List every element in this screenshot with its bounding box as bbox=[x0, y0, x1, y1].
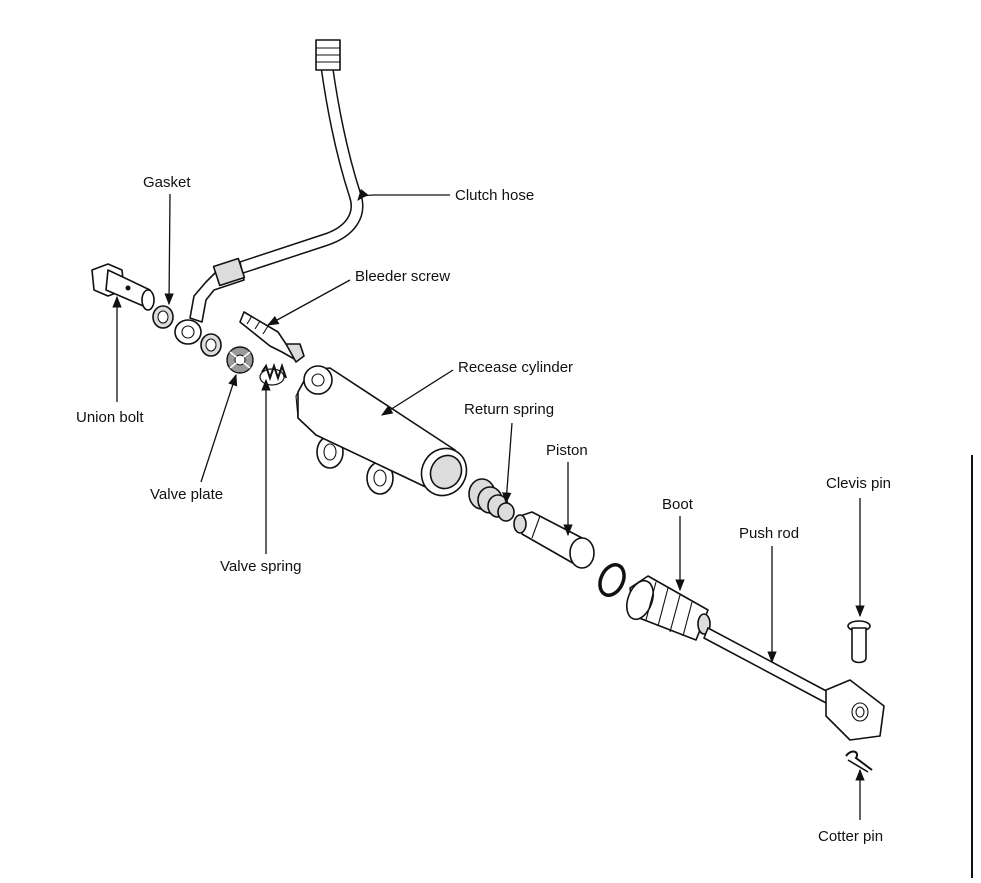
snap-ring-part bbox=[598, 563, 626, 597]
label-push-rod: Push rod bbox=[739, 525, 800, 542]
bleeder-screw-part bbox=[239, 311, 305, 363]
label-valve-plate: Valve plate bbox=[150, 486, 224, 503]
label-gasket: Gasket bbox=[143, 174, 191, 191]
gasket-part bbox=[152, 305, 174, 329]
push-rod-part bbox=[703, 627, 885, 741]
label-piston: Piston bbox=[546, 442, 588, 459]
union-bolt-part bbox=[91, 263, 155, 311]
clutch-hose-part bbox=[174, 39, 364, 345]
valve-spring-part bbox=[259, 362, 287, 386]
label-valve-spring: Valve spring bbox=[220, 558, 302, 575]
label-cotter-pin: Cotter pin bbox=[818, 828, 884, 845]
gasket-arrow bbox=[164, 193, 174, 306]
clutch-hose-arrow bbox=[357, 188, 450, 201]
bleeder-screw-arrow bbox=[266, 279, 351, 326]
return-spring-arrow bbox=[502, 422, 513, 505]
label-recease-cylinder: Recease cylinder bbox=[458, 359, 574, 376]
leader-arrows bbox=[112, 188, 865, 820]
label-union-bolt: Union bolt bbox=[76, 409, 144, 426]
label-boot: Boot bbox=[662, 496, 693, 513]
piston-part bbox=[513, 511, 595, 569]
boot-part bbox=[626, 575, 711, 641]
label-bleeder-screw: Bleeder screw bbox=[355, 268, 451, 285]
clevis-pin-part bbox=[847, 620, 871, 664]
cotter-pin-part bbox=[845, 750, 873, 773]
recease-cylinder-arrow bbox=[381, 369, 454, 416]
valve-plate-part bbox=[226, 346, 254, 374]
label-return-spring: Return spring bbox=[464, 401, 555, 418]
valve-plate-arrow bbox=[200, 373, 238, 483]
release-cylinder-part bbox=[295, 365, 468, 497]
label-clevis-pin: Clevis pin bbox=[826, 475, 892, 492]
label-clutch-hose: Clutch hose bbox=[455, 187, 535, 204]
gasket-part-2 bbox=[200, 333, 222, 357]
